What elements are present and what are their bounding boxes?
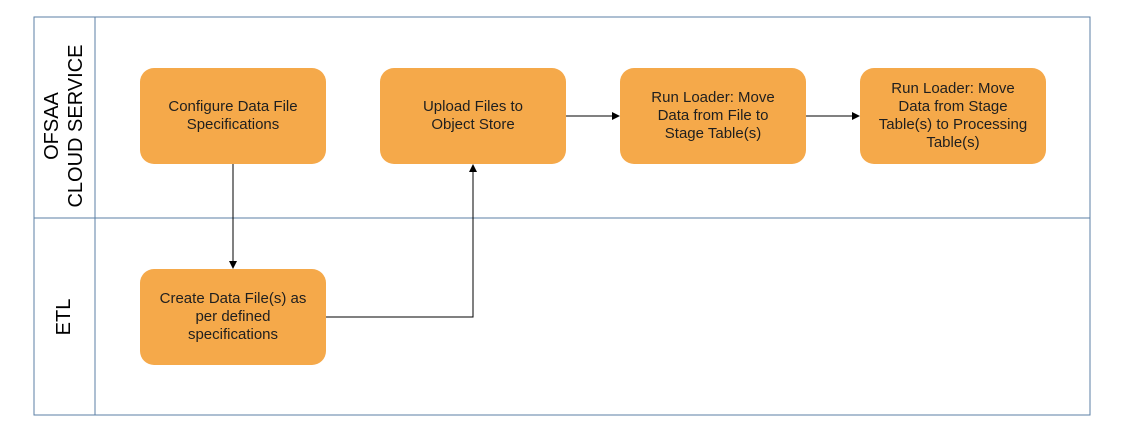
lane-label-etl: ETL [53,298,75,336]
step-run-loader-file-to-stage[interactable]: Run Loader: Move Data from File to Stage… [620,68,806,164]
connector-create-to-upload [326,164,477,318]
step-run-loader-stage-to-processing[interactable]: Run Loader: Move Data from Stage Table(s… [860,68,1046,164]
step-configure-data-file-specifications[interactable]: Configure Data File Specifications [140,68,326,164]
swimlane-frame [33,16,1091,416]
step-create-data-files[interactable]: Create Data File(s) as per defined speci… [140,269,326,365]
step-upload-files-to-object-store[interactable]: Upload Files to Object Store [380,68,566,164]
lane-label-ofsaa-cloud-service: OFSAA CLOUD SERVICE [41,44,87,208]
